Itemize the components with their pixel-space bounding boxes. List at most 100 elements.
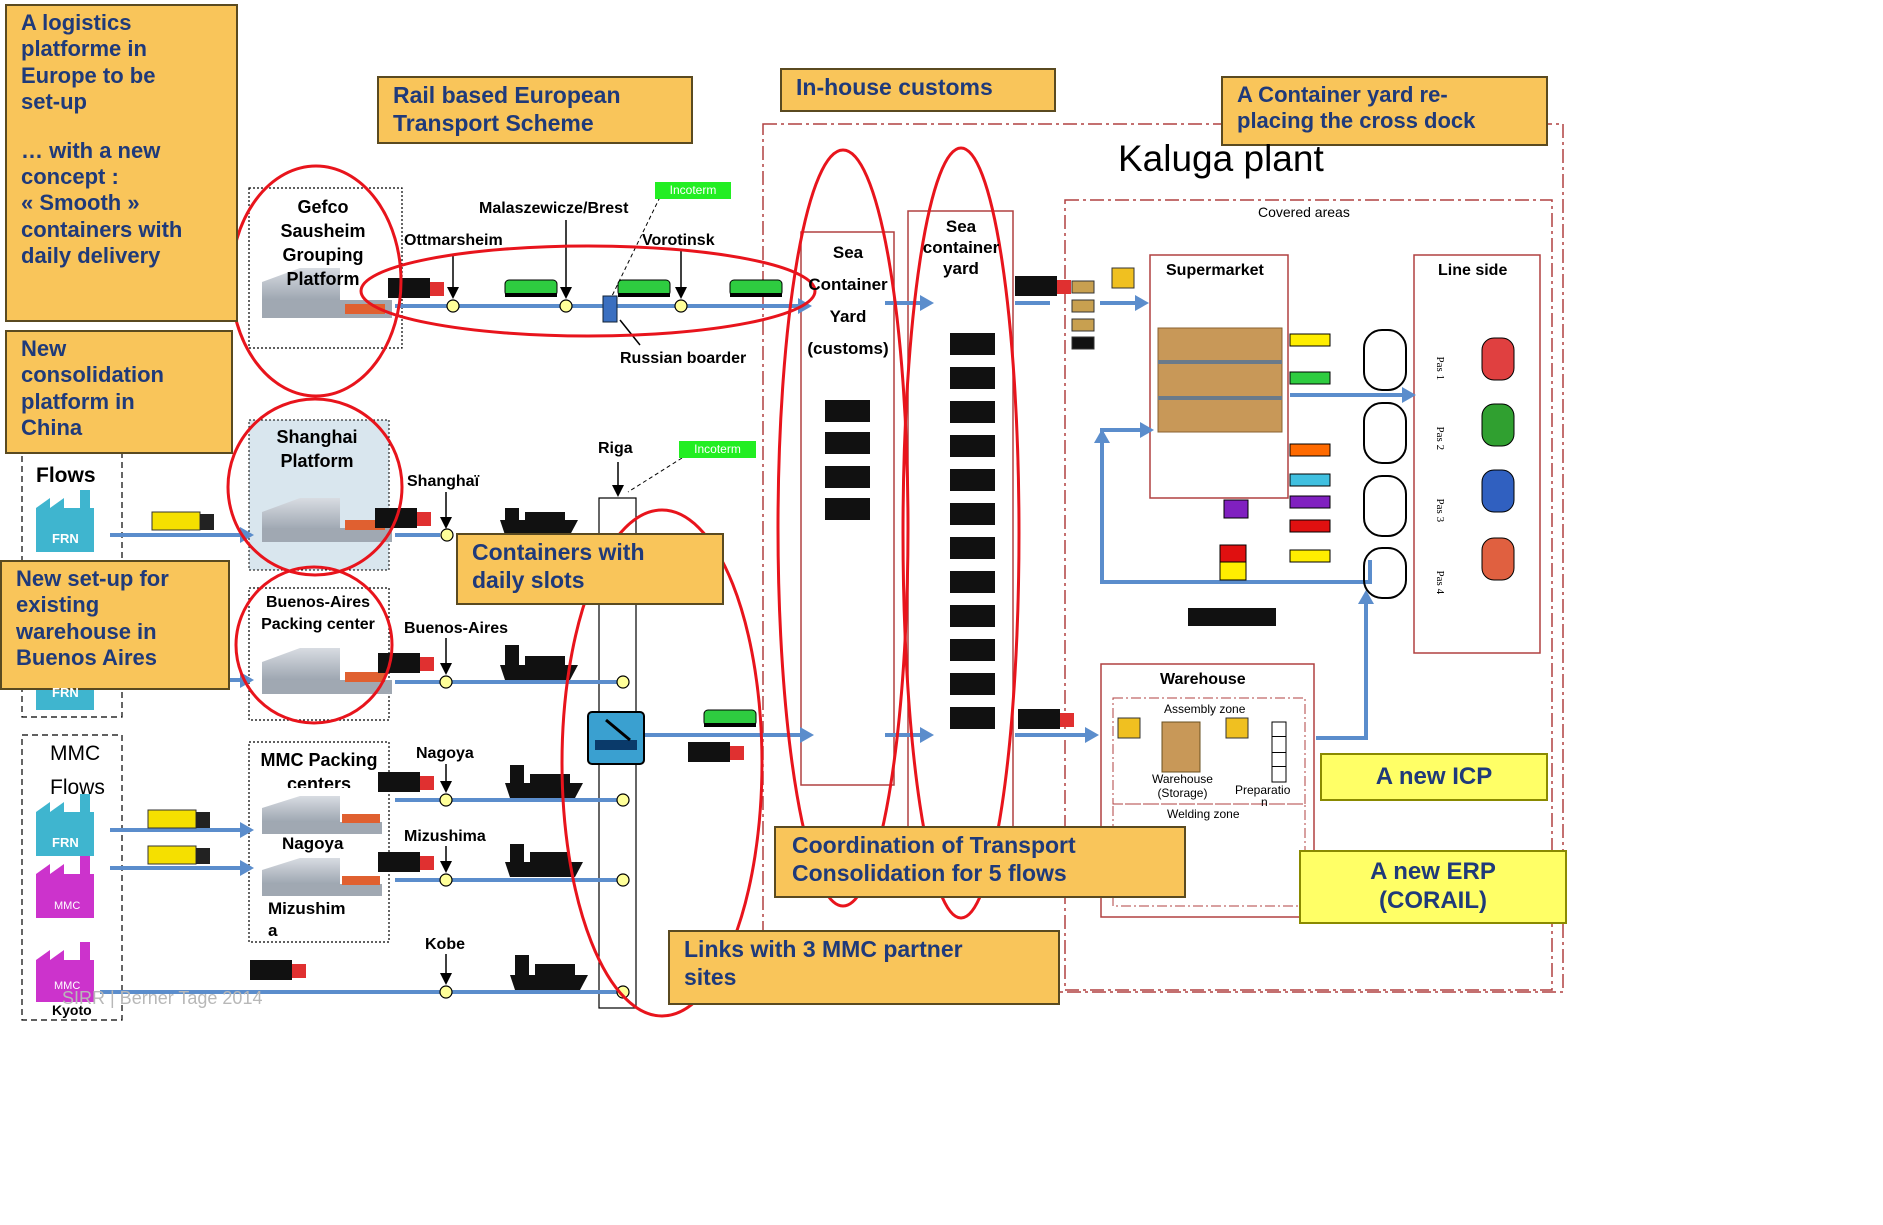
buenos-line: New set-up for xyxy=(16,566,169,591)
container-trucks xyxy=(250,276,1074,980)
callout-in-house-customs: In-house customs xyxy=(780,68,1056,112)
supermarket-label: Supermarket xyxy=(1166,262,1264,279)
assembly-zone-box xyxy=(1112,697,1306,805)
flow-return-loop xyxy=(1100,428,1372,584)
yard-label-line: Sea xyxy=(832,243,864,262)
slots-line: daily slots xyxy=(472,566,585,593)
china-line: New xyxy=(21,336,67,361)
preparation-line: n xyxy=(1261,794,1268,809)
customs-yard-containers xyxy=(825,400,870,520)
diagram-base-layer xyxy=(21,123,1564,1021)
new-icp-box: A new ICP xyxy=(1320,753,1548,801)
yard-line: placing the cross dock xyxy=(1237,108,1476,134)
plant-title: Kaluga plant xyxy=(1118,138,1324,179)
trains xyxy=(504,279,783,727)
buenos-line: warehouse in xyxy=(16,618,157,644)
car-colors xyxy=(1481,337,1515,581)
callout-china-platform: New consolidation platform in China xyxy=(5,330,233,454)
yard-label-line: Container xyxy=(808,275,888,294)
mmc-flow-box xyxy=(21,734,123,1021)
mizushima-line: a xyxy=(268,921,278,940)
kaluga-plant-border xyxy=(762,123,1564,993)
shanghai-platform-box xyxy=(248,419,390,571)
kyoto-label: Kyoto xyxy=(52,1002,92,1018)
factory-mmc-label: MMC xyxy=(54,980,81,992)
sea-container-yard-label: Sea container yard xyxy=(910,216,1012,279)
yard-label-line: yard xyxy=(943,259,979,278)
riga-label: Riga xyxy=(598,440,633,457)
supermarket-shelves xyxy=(1157,327,1283,433)
pas-label: Pas 4 xyxy=(1434,570,1447,595)
mmc-flows-label: Flows xyxy=(50,776,105,799)
logistics-line: platforme in xyxy=(21,36,147,62)
nagoya-platform-label: Nagoya xyxy=(282,834,344,853)
links-line: sites xyxy=(684,963,737,990)
china-line: consolidation xyxy=(21,362,164,388)
new-erp-box: A new ERP (CORAIL) xyxy=(1299,850,1567,924)
buenos-line: Buenos Aires xyxy=(16,645,158,671)
slots-line: Containers with xyxy=(472,539,645,565)
sea-customs-yard-box xyxy=(800,231,895,786)
ships xyxy=(500,508,588,990)
rail-line: Transport Scheme xyxy=(393,109,594,136)
shanghai-port-label: Shanghaï xyxy=(407,473,480,490)
coordination-line: Coordination of Transport xyxy=(792,832,1076,858)
callout-logistics-platform: A logistics platforme in Europe to be se… xyxy=(5,4,238,322)
line-side-bins xyxy=(1219,333,1331,581)
assembly-zone-label: Assembly zone xyxy=(1164,702,1246,716)
pas-label: Pas 1 xyxy=(1434,356,1447,381)
gefco-line: Sausheim xyxy=(280,221,366,241)
warehouse-label: Warehouse xyxy=(1160,671,1246,688)
mizushima-platform-label: Mizushim a xyxy=(268,898,345,942)
conveyor-base xyxy=(1188,608,1276,626)
mizushima-line: Mizushim xyxy=(268,899,346,918)
factory-frn-1 xyxy=(36,490,94,552)
covered-areas-border xyxy=(1064,199,1553,991)
yard-label-line: (customs) xyxy=(807,339,889,358)
supermarket-box xyxy=(1149,254,1289,499)
rail-line: Rail based European xyxy=(393,82,621,108)
logistics-line: … with a new xyxy=(21,137,161,163)
storage-line: (Storage) xyxy=(1157,785,1208,800)
nagoya-port-label: Nagoya xyxy=(416,745,474,762)
coordination-line: Consolidation for 5 flows xyxy=(792,859,1067,886)
gefco-platform-box xyxy=(248,187,403,349)
buenos-platform-label: Buenos-Aires Packing center xyxy=(252,592,384,636)
callout-rail-scheme: Rail based European Transport Scheme xyxy=(377,76,693,144)
warehouse-racks xyxy=(1161,721,1287,783)
flow-warehouse-line xyxy=(1316,600,1368,740)
kobe-port-label: Kobe xyxy=(425,936,465,953)
warehouse-box xyxy=(1100,663,1315,918)
building-shanghai xyxy=(262,498,392,542)
logistics-line: Europe to be xyxy=(21,62,156,88)
callout-daily-slots: Containers with daily slots xyxy=(456,533,724,605)
welding-zone-label: Welding zone xyxy=(1167,807,1240,821)
covered-areas-label: Covered areas xyxy=(1258,204,1350,220)
gefco-line: Gefco xyxy=(297,197,349,217)
ottmarsheim-label: Ottmarsheim xyxy=(404,232,503,249)
line-side-box xyxy=(1413,254,1541,654)
crates xyxy=(1071,280,1095,350)
yard-label-line: Yard xyxy=(829,307,867,326)
building-nagoya xyxy=(262,796,382,834)
building-mizushima xyxy=(262,858,382,896)
links-line: Links with 3 MMC partner xyxy=(684,936,963,962)
mmc-flows-title: MMC xyxy=(50,742,101,765)
yellow-trucks xyxy=(147,511,214,865)
yard-label-line: container xyxy=(922,238,1000,257)
erp-line: (CORAIL) xyxy=(1379,887,1487,914)
shanghai-platform-label: Shanghai Platform xyxy=(256,425,378,473)
logistics-line: set-up xyxy=(21,89,87,115)
car-outlines xyxy=(1363,329,1407,599)
shanghai-line: Platform xyxy=(280,451,354,471)
callout-mmc-links: Links with 3 MMC partner sites xyxy=(668,930,1060,1005)
buenos-platform-line: Packing center xyxy=(261,616,375,633)
mizushima-port-label: Mizushima xyxy=(404,828,486,845)
gefco-line: Grouping xyxy=(282,245,364,265)
callout-coordination: Coordination of Transport Consolidation … xyxy=(774,826,1186,898)
shanghai-line: Shanghai xyxy=(276,427,358,447)
buenos-port-label: Buenos-Aires xyxy=(404,620,509,637)
building-buenos xyxy=(262,648,392,694)
china-line: China xyxy=(21,415,83,441)
frn-flows-label: Flows xyxy=(36,464,96,487)
